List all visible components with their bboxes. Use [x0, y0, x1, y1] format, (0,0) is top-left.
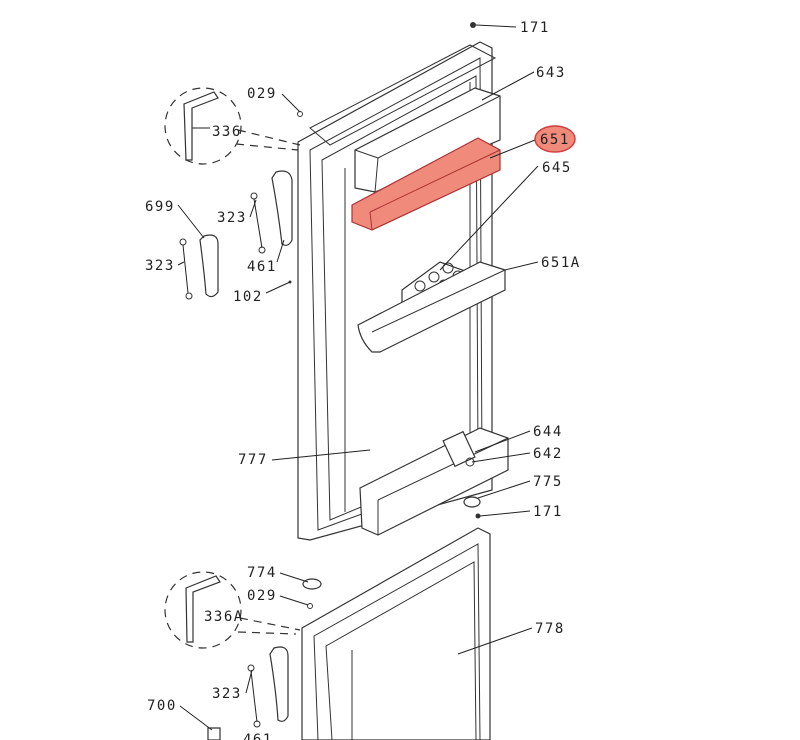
- callout-651A[interactable]: 651A: [541, 255, 581, 271]
- callout-029-lower[interactable]: 029: [247, 588, 277, 604]
- part-774-hinge[interactable]: [302, 578, 322, 590]
- callout-323-upper-right[interactable]: 323: [217, 210, 247, 226]
- callout-102[interactable]: 102: [233, 289, 263, 305]
- part-699-handle[interactable]: [199, 234, 219, 298]
- part-651-shelf-highlighted[interactable]: [351, 137, 501, 231]
- part-171-screw-mid[interactable]: [475, 513, 481, 519]
- part-171-screw-top[interactable]: [470, 22, 476, 28]
- callout-700[interactable]: 700: [147, 698, 177, 714]
- callout-461-upper[interactable]: 461: [247, 259, 277, 275]
- callout-774[interactable]: 774: [247, 565, 277, 581]
- callout-643[interactable]: 643: [536, 65, 566, 81]
- callout-644[interactable]: 644: [533, 424, 563, 440]
- callout-171-top[interactable]: 171: [520, 20, 550, 36]
- highlight-marker-651: [534, 125, 576, 153]
- callout-642[interactable]: 642: [533, 446, 563, 462]
- callout-336A[interactable]: 336A: [204, 609, 244, 625]
- part-651A-shelf[interactable]: [357, 261, 506, 353]
- callout-651[interactable]: 651: [540, 132, 570, 148]
- callout-775[interactable]: 775: [533, 474, 563, 490]
- part-336-gasket-detail[interactable]: [164, 87, 301, 165]
- part-029-pin-top[interactable]: [297, 111, 303, 117]
- part-029-pin-lower[interactable]: [307, 603, 313, 609]
- part-336A-gasket-detail[interactable]: [164, 571, 301, 649]
- part-775-hinge-cover[interactable]: [463, 496, 481, 508]
- part-323-screws-upper[interactable]: [179, 192, 292, 300]
- callout-778[interactable]: 778: [535, 621, 565, 637]
- part-644-bottom-shelf[interactable]: [359, 427, 509, 536]
- callout-699[interactable]: 699: [145, 199, 175, 215]
- part-323-screws-lower[interactable]: [247, 664, 261, 728]
- leader-lines: [177, 24, 539, 731]
- callout-461-lower[interactable]: 461: [243, 732, 273, 740]
- part-700-handle[interactable]: [207, 727, 221, 740]
- callout-645[interactable]: 645: [542, 160, 572, 176]
- callout-323-upper-left[interactable]: 323: [145, 258, 175, 274]
- callout-777[interactable]: 777: [238, 452, 268, 468]
- lower-door-778[interactable]: [301, 527, 491, 740]
- callout-323-lower[interactable]: 323: [212, 686, 242, 702]
- part-461-handle-upper[interactable]: [271, 170, 293, 246]
- part-643-top-cover[interactable]: [354, 87, 501, 193]
- callout-336[interactable]: 336: [212, 124, 242, 140]
- callout-029-top[interactable]: 029: [247, 86, 277, 102]
- callout-171-mid[interactable]: 171: [533, 504, 563, 520]
- part-461-handle-lower[interactable]: [269, 646, 289, 722]
